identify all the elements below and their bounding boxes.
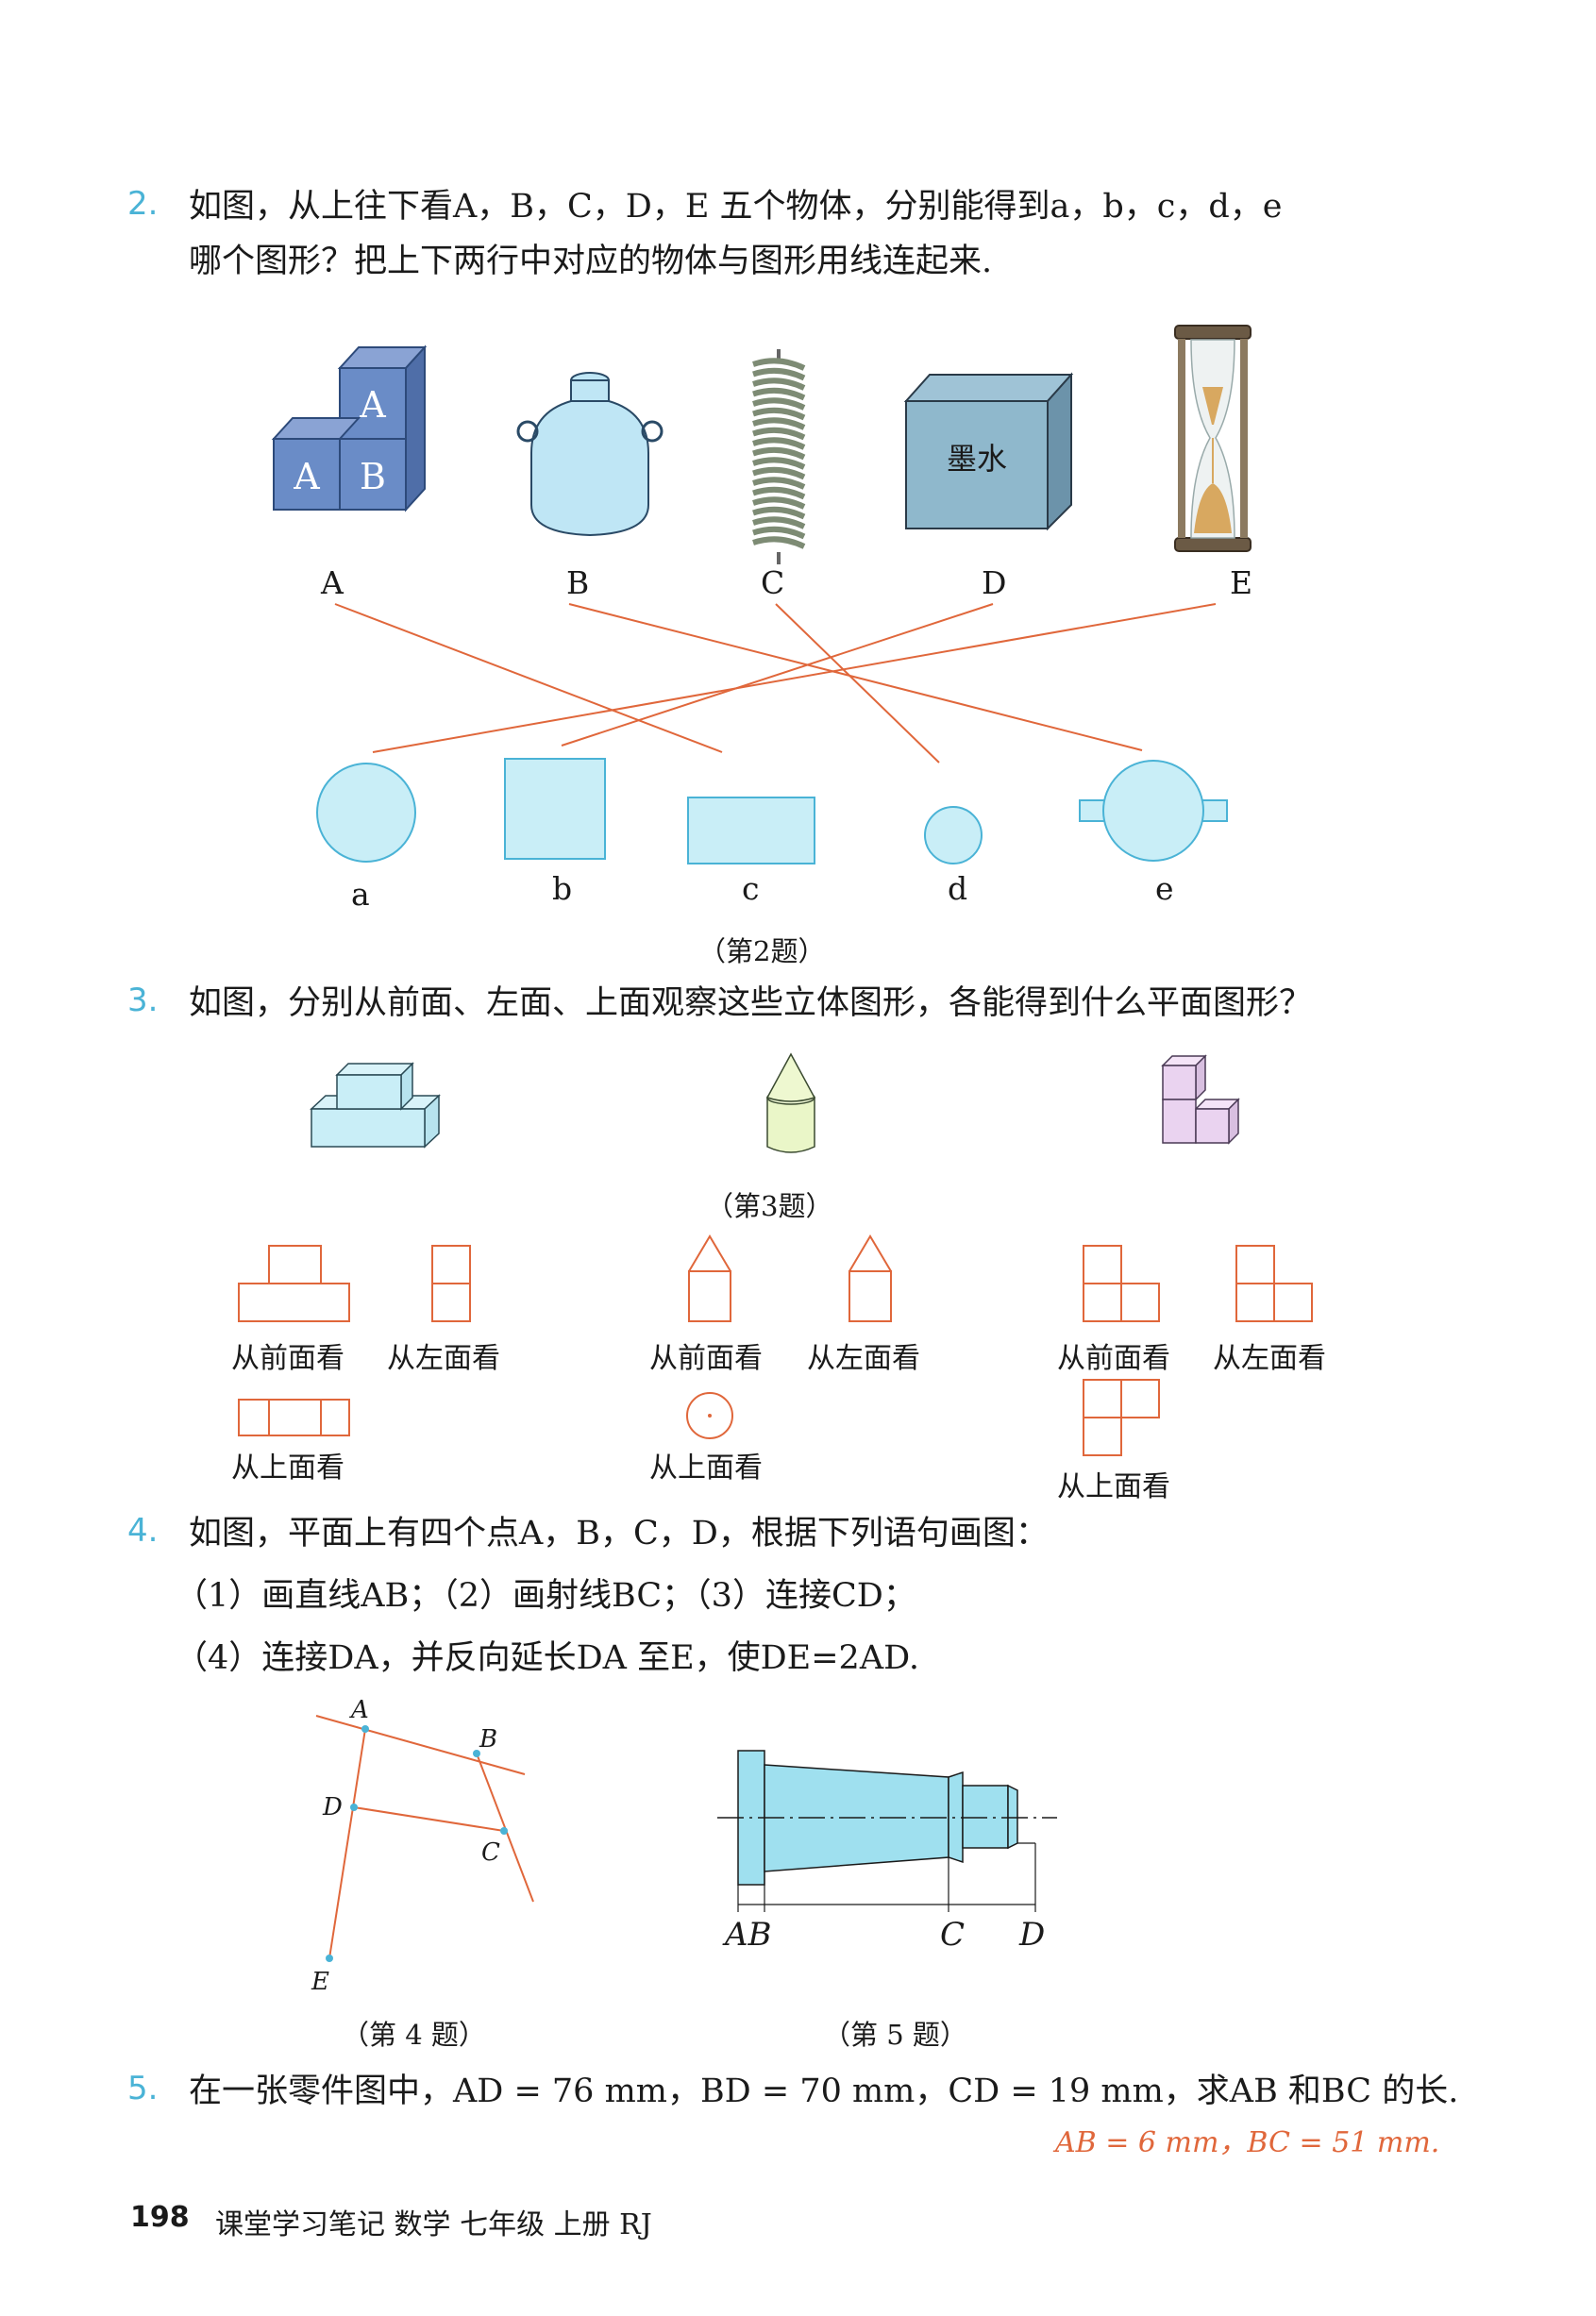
spring-coil (752, 437, 806, 450)
spring-coil (752, 446, 806, 461)
cube-letter-right: B (360, 456, 386, 497)
spring-coil (752, 397, 806, 411)
stacked-cubes-solid (1161, 1054, 1240, 1145)
question-4-number: 4. (127, 1512, 159, 1550)
shape-d-small-circle (924, 806, 983, 864)
q5-point-c-label: C (940, 1916, 966, 1954)
question-5-text: 在一张零件图中，AD = 76 mm，BD = 70 mm，CD = 19 mm… (189, 2073, 1459, 2110)
object-label-d: D (982, 564, 1007, 601)
set3-left-view-label: 从左面看 (1213, 1342, 1326, 1375)
spring-coil (752, 457, 806, 470)
question-4-line2: （1）画直线AB；（2）画射线BC；（3）连接CD； (175, 1577, 916, 1615)
shape-b-square (504, 758, 606, 860)
set3-top-view-label: 从上面看 (1057, 1470, 1170, 1503)
spring-coil (752, 536, 806, 549)
point-e-label: E (311, 1968, 329, 1996)
shape-c-rectangle (687, 797, 815, 864)
question-2-caption: （第2题） (698, 935, 826, 967)
object-label-b: B (566, 564, 590, 601)
set2-front-view-label: 从前面看 (649, 1342, 763, 1375)
spring-coil (752, 358, 806, 371)
shape-label-d: d (948, 870, 968, 907)
stacked-cubes-figure: A A B (271, 344, 428, 512)
spring-coil (752, 496, 806, 510)
page-number: 198 (130, 2201, 190, 2234)
question-5-caption: （第 5 题） (823, 2019, 967, 2051)
question-4-line3: （4）连接DA，并反向延长DA 至E，使DE=2AD. (175, 1639, 920, 1677)
question-2-number: 2. (127, 185, 159, 223)
cube-letter-left: A (293, 456, 320, 497)
shape-label-b: b (552, 870, 573, 907)
q5-point-d-label: D (1019, 1916, 1046, 1954)
bottle-figure (516, 372, 664, 537)
spring-coil (752, 477, 806, 490)
cube-letter-top: A (359, 384, 386, 426)
cone-cylinder-solid (765, 1052, 816, 1153)
set3-front-view-label: 从前面看 (1057, 1342, 1170, 1375)
spring-coil (752, 387, 806, 401)
question-4-caption: （第 4 题） (342, 2019, 486, 2051)
shape-label-c: c (742, 870, 760, 907)
spring-coil (752, 466, 806, 480)
hourglass-figure (1174, 325, 1252, 552)
shape-label-a: a (351, 876, 370, 913)
set1-left-view-label: 从左面看 (387, 1342, 500, 1375)
set2-top-view-label: 从上面看 (649, 1452, 763, 1485)
spring-coil (752, 506, 806, 520)
question-5-answer: AB = 6 mm，BC = 51 mm. (1055, 2126, 1440, 2159)
spring-coil (752, 378, 806, 391)
point-a-label: A (351, 1696, 369, 1724)
spring-coil (752, 407, 806, 421)
spring-coil (752, 516, 806, 529)
question-2-line2: 哪个图形？把上下两行中对应的物体与图形用线连起来. (189, 243, 993, 280)
question-3-number: 3. (127, 982, 159, 1019)
set1-top-view-label: 从上面看 (231, 1452, 344, 1485)
question-5-number: 5. (127, 2070, 159, 2107)
spring-coil (752, 486, 806, 500)
spring-coil (752, 427, 806, 441)
point-d-label: D (323, 1793, 343, 1821)
point-c-label: C (481, 1838, 500, 1867)
set2-left-view-label: 从左面看 (807, 1342, 920, 1375)
question-3-caption: （第3题） (706, 1190, 833, 1222)
spring-coil (752, 526, 806, 540)
set1-front-view-label: 从前面看 (231, 1342, 344, 1375)
question-3-text: 如图，分别从前面、左面、上面观察这些立体图形，各能得到什么平面图形？ (189, 984, 1313, 1022)
book-title: 课堂学习笔记 数学 七年级 上册 RJ (215, 2208, 652, 2241)
spring-coil (752, 417, 806, 430)
point-b-label: B (479, 1725, 498, 1754)
shape-e-circle-with-tabs (1079, 760, 1228, 862)
object-label-c: C (761, 564, 785, 601)
ink-box-label: 墨水 (947, 441, 1007, 477)
ink-box-figure: 墨水 (903, 372, 1074, 531)
spring-coil (752, 367, 806, 381)
shape-a-circle (316, 763, 416, 863)
spring-figure (752, 349, 806, 564)
question-2-line1: 如图，从上往下看A，B，C，D，E 五个物体，分别能得到a，b，c，d，e (189, 188, 1283, 226)
q5-point-ab-label: AB (725, 1916, 772, 1954)
question-4-line1: 如图，平面上有四个点A，B，C，D，根据下列语句画图： (189, 1515, 1049, 1552)
object-label-a: A (321, 564, 344, 601)
stepped-block-solid (310, 1062, 441, 1149)
object-label-e: E (1230, 564, 1253, 601)
shape-label-e: e (1155, 870, 1174, 907)
